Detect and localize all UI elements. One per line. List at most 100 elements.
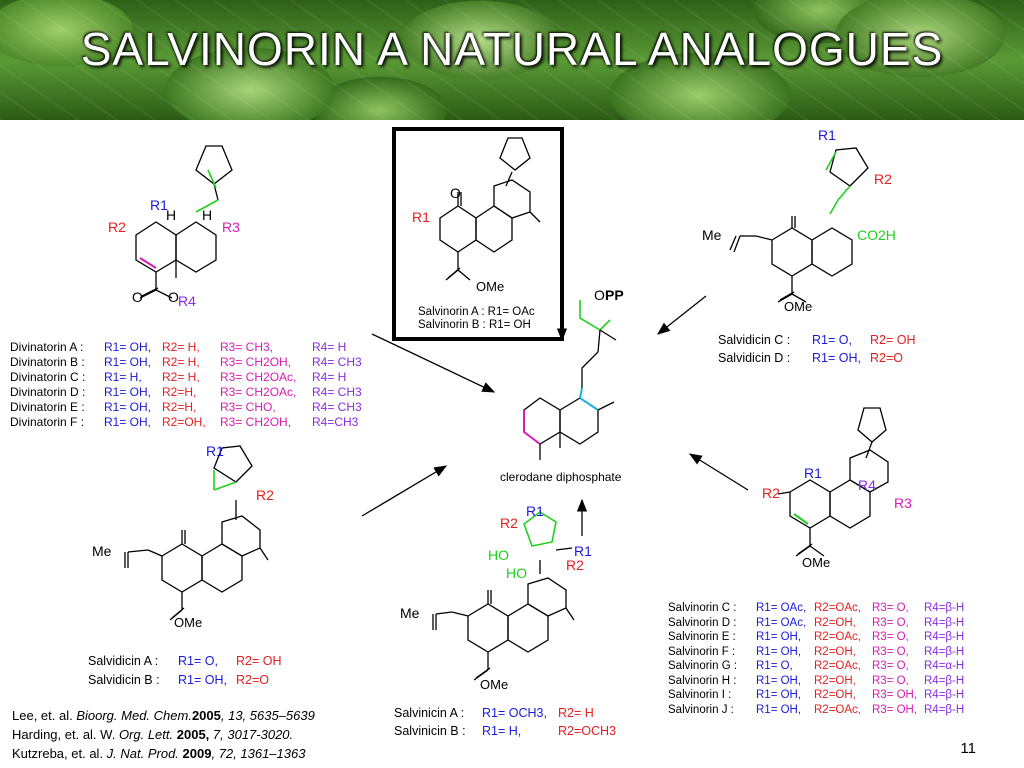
salvidicin_top-r2: R2= OH xyxy=(870,333,916,347)
salvinorin_list-name: Salvinorin C : xyxy=(668,602,737,614)
divinatorin-r1: R1= OH, xyxy=(104,385,152,399)
divinatorin-r2: R2=OH, xyxy=(162,415,206,429)
salvinorin-a-structure xyxy=(439,137,541,281)
salvinorin_list-name: Salvinorin H : xyxy=(668,674,737,687)
salvinorin_list-r4: R4=β-H xyxy=(924,674,965,687)
ref-rest: 7, 3017-3020. xyxy=(209,727,294,742)
salvinorin_list-r3: R3= OH, xyxy=(872,689,918,701)
scj-ome-label: OMe xyxy=(802,555,831,570)
salvinorin_list-r4: R4=α-H xyxy=(924,660,965,672)
salvidicin_bottom-r2: R2=O xyxy=(236,673,270,687)
divinatorin-r1: R1= OH, xyxy=(104,355,152,369)
salvinorin_list-r2: R2=OAc, xyxy=(814,631,861,643)
ref-authors: Kutzreba, et. al. xyxy=(12,746,107,761)
divinatorin-r3: R3= CH2OAc, xyxy=(220,385,297,399)
reference-item: Lee, et. al. Bioorg. Med. Chem.2005, 13,… xyxy=(12,708,315,723)
divinatorin-r3: R3= CHO, xyxy=(220,400,276,414)
sdcd-r1-label: R1 xyxy=(818,127,836,143)
slide-title: SALVINORIN A NATURAL ANALOGUES xyxy=(80,23,944,75)
salvinorin_list-r2: R2=OH, xyxy=(814,689,856,701)
div-r1-label: R1 xyxy=(150,197,168,213)
ref-journal: Bioorg. Med. Chem. xyxy=(76,708,192,723)
arrow-from-salvinorin-cj xyxy=(688,453,749,491)
salvidicin_bottom-name: Salvidicin B : xyxy=(88,673,160,687)
salvinicin-r1: R1= H, xyxy=(482,724,522,738)
salvidicin_top-name: Salvidicin D : xyxy=(718,351,791,365)
salvinorin_list-r3: R3= O, xyxy=(872,660,909,672)
scj-r4-label: R4 xyxy=(858,477,876,493)
salvinorin_list-r4: R4=β-H xyxy=(924,616,965,629)
salva-ome-label: OMe xyxy=(476,279,505,294)
divinatorin-r3: R3= CH3, xyxy=(220,340,274,354)
reference-item: Harding, et. al. W. Org. Lett. 2005, 7, … xyxy=(12,727,293,742)
ref-journal: J. Nat. Prod. xyxy=(106,746,179,761)
snc-ho1-label: HO xyxy=(488,547,509,563)
sdcd-r2-label: R2 xyxy=(874,171,892,187)
clerodane-pp-label: PP xyxy=(605,287,624,303)
salvidicin-ab-structure xyxy=(124,445,269,621)
divinatorin-name: Divinatorin C : xyxy=(10,370,86,384)
divinatorin-r4: R4=CH3 xyxy=(312,415,359,429)
salvinorin_list-r1: R1= OH, xyxy=(756,631,802,643)
div-h2-label: H xyxy=(202,207,213,223)
arrow-from-divinatorin xyxy=(371,333,496,393)
salvinorin_list-name: Salvinorin I : xyxy=(668,689,732,701)
header-banner: SALVINORIN A NATURAL ANALOGUES xyxy=(0,0,1024,120)
salvidicin_top-name: Salvidicin C : xyxy=(718,333,791,347)
snc-ho2-label: HO xyxy=(506,565,527,581)
ref-year: 2009 xyxy=(178,746,212,761)
salvinorin-a-highlight-box xyxy=(392,127,564,341)
reference-item: Kutzreba, et. al. J. Nat. Prod. 2009, 72… xyxy=(12,746,305,761)
salvinorin_list-r2: R2=OAc, xyxy=(814,660,861,672)
ref-year: 2005 xyxy=(191,708,221,723)
divinatorin-r3: R3= CH2OAc, xyxy=(220,370,297,384)
salva-o-label: O xyxy=(450,185,461,201)
divinatorin-name: Divinatorin A : xyxy=(10,340,84,354)
sdcd-ome-label: OMe xyxy=(784,299,813,314)
clerodane-caption: clerodane diphosphate xyxy=(500,470,622,484)
divinatorin-r4: R4= CH3 xyxy=(312,385,362,399)
divinatorin-name: Divinatorin D : xyxy=(10,385,86,399)
ref-journal: Org. Lett. xyxy=(118,727,174,742)
salva-r1-label: R1 xyxy=(412,209,430,225)
snc-r2-right-label: R2 xyxy=(566,557,584,573)
salvinorin_list-r4: R4=β-H xyxy=(924,645,965,658)
salvinorin_list-r2: R2=OAc, xyxy=(814,703,861,716)
div-o-label: O xyxy=(132,289,143,305)
ref-authors: Harding, et. al. W. xyxy=(12,727,119,742)
salvinorin-b-line: Salvinorin B : R1= OH xyxy=(418,319,531,331)
ref-authors: Lee, et. al. xyxy=(12,708,77,723)
salvinorin_list-r1: R1= OAc, xyxy=(756,616,807,629)
divinatorin-r2: R2=H, xyxy=(162,385,197,399)
salvinorin_list-r1: R1= O, xyxy=(756,660,793,672)
salvinorin_list-name: Salvinorin F : xyxy=(668,645,736,658)
divinatorin-r2: R2= H, xyxy=(162,340,200,354)
salvidicin_bottom-r1: R1= O, xyxy=(178,654,218,668)
sdcd-co2h-label: CO2H xyxy=(857,227,896,243)
divinatorin-name: Divinatorin E : xyxy=(10,400,85,414)
salvinorin_list-r3: R3= O, xyxy=(872,631,909,643)
salvinicin-r2: R2= H xyxy=(558,706,594,720)
salvinorin_list-r4: R4=β-H xyxy=(924,703,965,716)
salvinorin_list-name: Salvinorin G : xyxy=(668,660,738,672)
salvinorin_list-r3: R3= O, xyxy=(872,602,909,614)
salvinicin-name: Salvinicin B : xyxy=(394,724,466,738)
salvidicin-cd-structure xyxy=(729,147,869,303)
sdab-r1-label: R1 xyxy=(206,443,224,459)
div-r4-label: R4 xyxy=(178,293,196,309)
divinatorin-r4: R4= H xyxy=(312,340,347,354)
salvinorin_list-r1: R1= OH, xyxy=(756,689,802,701)
ref-rest: , 72, 1361–1363 xyxy=(211,746,306,761)
salvinorin_list-r1: R1= OAc, xyxy=(756,602,807,614)
divinatorin-r1: R1= OH, xyxy=(104,400,152,414)
clerodane-o-label: O xyxy=(594,287,605,303)
snc-me-label: Me xyxy=(400,605,420,621)
divinatorin-r2: R2=H, xyxy=(162,400,197,414)
salvinorin_list-r4: R4=β-H xyxy=(924,689,965,701)
divinatorin-r1: R1= OH, xyxy=(104,340,152,354)
div-h-label: H xyxy=(166,207,177,223)
salvinorin_list-r3: R3= OH, xyxy=(872,703,918,716)
salvinicin-structure xyxy=(432,511,575,681)
snc-ome-label: OMe xyxy=(480,677,509,692)
